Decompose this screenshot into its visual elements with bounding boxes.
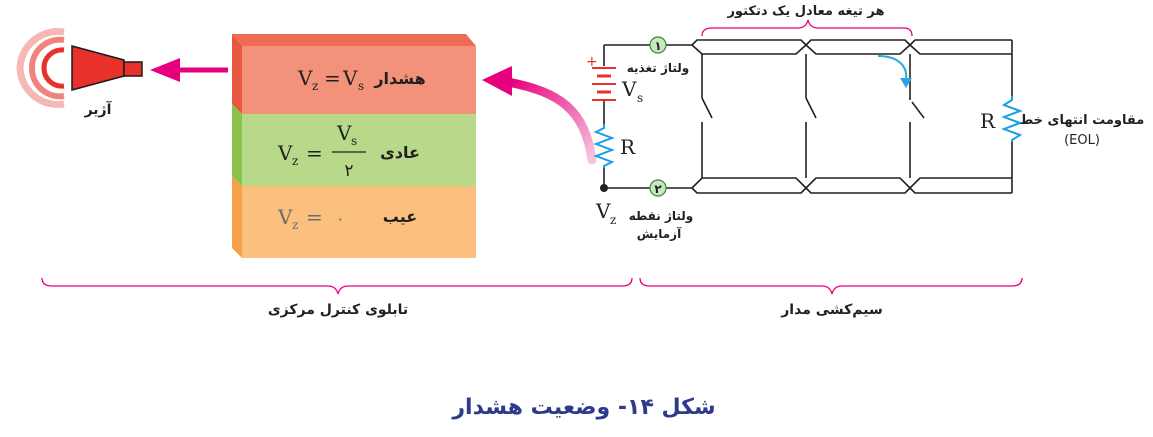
node-marker-2: ۲ [649,179,667,197]
current-flow-arrow [877,55,912,88]
detector-brace [701,19,913,37]
wiring-brace-label: سیم‌کشی مدار [780,302,883,318]
resistor-left-icon [593,124,615,168]
siren-icon [16,28,143,108]
detector-label: هر تیغه معادل یک دتکتور [726,4,884,19]
normal-formula-denominator: ۲ [344,161,353,181]
eol-resistor-label: R [980,109,996,133]
fault-formula-rhs: ۰ [336,209,345,228]
figure-caption: شکل ۱۴- وضعیت هشدار [451,395,715,420]
supply-symbol: V [621,77,637,101]
panel-brace-label: تابلوی کنترل مرکزی [268,302,408,318]
normal-formula-lhs: V [277,141,293,165]
panel-brace [41,277,633,295]
eol-label-line1: مقاومت انتهای خط [1020,113,1145,128]
circuit-wiring [603,39,1013,194]
panel-block-normal [232,104,476,186]
test-point-symbol-sub: z [610,213,616,227]
alarm-formula-rhs: V [342,66,358,90]
normal-formula-numerator: V [336,121,352,145]
test-point-label-line2: آزمایش [637,226,682,241]
node-1-label: ۱ [654,39,661,53]
supply-voltage-label: ولتاژ تغذیه [627,61,689,76]
circuit-to-panel-arrow [482,66,597,165]
alarm-formula-lhs: V [297,66,313,90]
alarm-formula-rhs-sub: s [358,79,364,93]
siren-label: آژیر [84,100,113,118]
eol-label-line2: (EOL) [1064,133,1100,148]
fault-formula-lhs-sub: z [292,218,298,232]
wiring-brace [639,277,1023,295]
node-2-label: ۲ [654,182,662,196]
supply-symbol-sub: s [637,91,643,105]
alarm-formula-eq: = [324,66,341,90]
battery-plus: + [586,54,598,70]
test-point-dot [600,184,608,192]
test-point-label-line1: ولتاژ نقطه [629,209,694,224]
fault-formula-eq: = [306,205,323,229]
battery-icon [592,67,616,101]
alarm-formula-lhs-sub: z [312,79,318,93]
panel-to-siren-arrow [150,58,228,82]
panel-block-fault [232,176,476,258]
normal-formula-eq: = [306,141,323,165]
resistor-left-label: R [620,135,636,159]
normal-formula-numerator-sub: s [351,134,357,148]
fault-formula-lhs: V [277,205,293,229]
fault-state-label: عیب [383,207,417,226]
eol-resistor-icon [1001,96,1023,142]
panel-block-alarm [232,34,476,114]
node-marker-1: ۱ [649,36,667,54]
test-point-symbol: V [595,199,611,223]
normal-formula-lhs-sub: z [292,154,298,168]
normal-state-label: عادی [380,143,420,162]
alarm-state-label: هشدار [373,69,425,88]
